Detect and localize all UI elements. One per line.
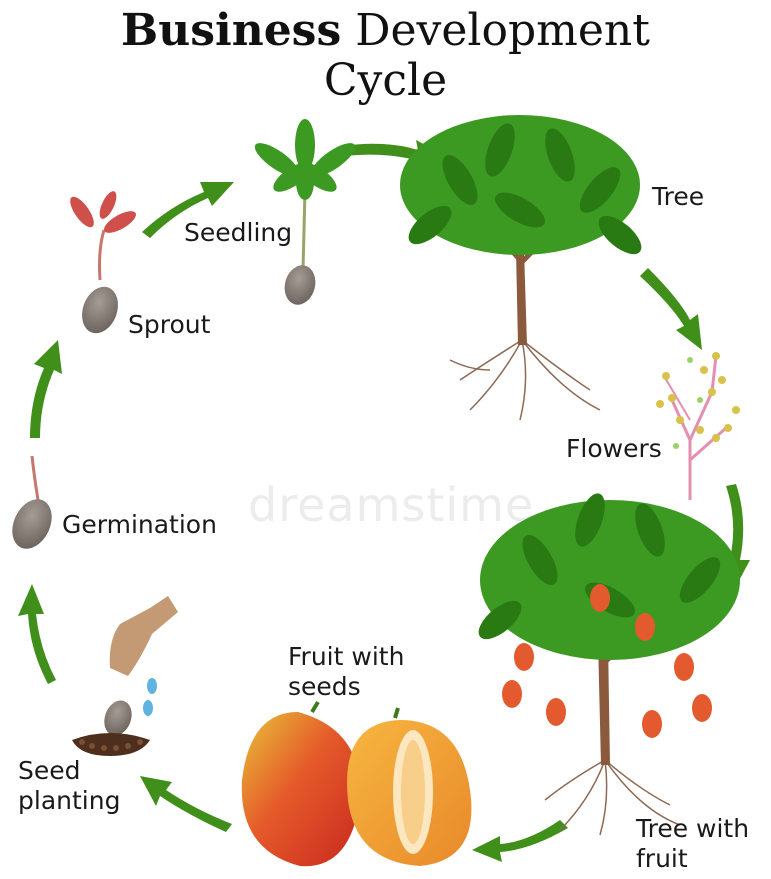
label-seedling: Seedling <box>184 218 292 248</box>
label-tree: Tree <box>652 182 704 212</box>
flowers-icon <box>656 352 740 500</box>
label-sprout: Sprout <box>128 310 210 340</box>
label-tree-with-fruit: Tree with fruit <box>636 814 749 874</box>
label-fruit-with-seeds-line2: seeds <box>288 672 404 702</box>
label-flowers-line1: Flowers <box>566 434 662 464</box>
tree-icon <box>400 115 648 420</box>
arrow-planting-to-germination <box>18 584 56 684</box>
arrow-tree-to-flowers <box>640 268 702 350</box>
label-flowers: Flowers <box>566 434 662 464</box>
label-fruit-with-seeds-line1: Fruit with <box>288 642 404 672</box>
seed-planting-icon <box>72 596 178 756</box>
label-sprout-line1: Sprout <box>128 310 210 340</box>
label-seedling-line1: Seedling <box>184 218 292 248</box>
fruit-tree-icon <box>472 490 740 835</box>
arrow-fruittree-to-fruit <box>472 820 568 862</box>
mango-fruit-icon <box>242 702 472 866</box>
seedling-icon <box>250 119 359 308</box>
label-seed-planting-line1: Seed <box>18 756 120 786</box>
label-germination: Germination <box>62 510 217 540</box>
label-fruit-with-seeds: Fruit with seeds <box>288 642 404 702</box>
label-germination-line1: Germination <box>62 510 217 540</box>
arrow-germination-to-sprout <box>30 340 62 438</box>
arrow-fruit-to-planting <box>140 776 232 832</box>
label-tree-with-fruit-line1: Tree with <box>636 814 749 844</box>
label-seed-planting: Seed planting <box>18 756 120 816</box>
label-tree-with-fruit-line2: fruit <box>636 844 749 874</box>
label-seed-planting-line2: planting <box>18 786 120 816</box>
germination-icon <box>5 456 60 555</box>
label-tree-line1: Tree <box>652 182 704 212</box>
